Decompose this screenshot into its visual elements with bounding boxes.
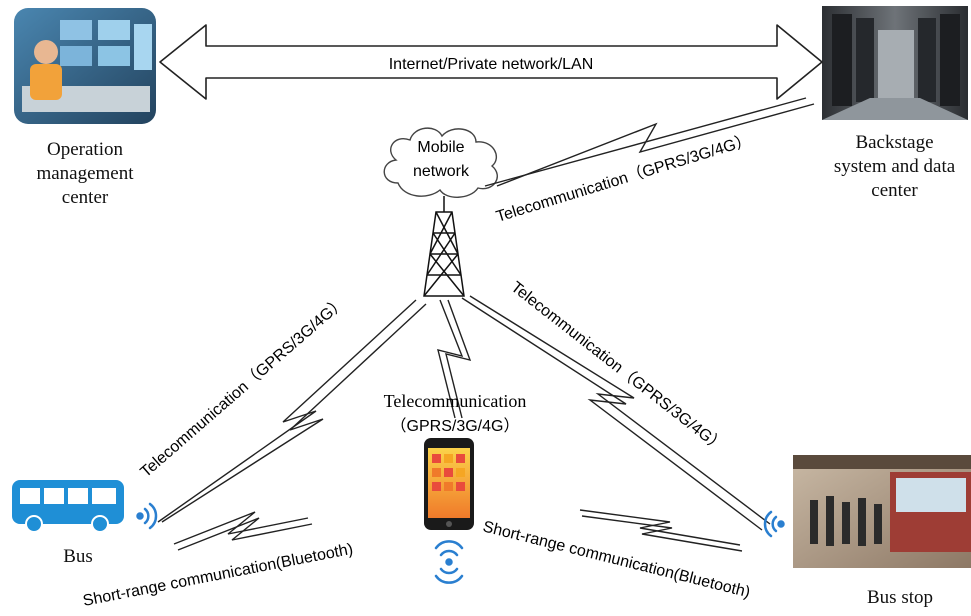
link-tower-backstage <box>484 97 815 187</box>
link-tower-backstage-label: Telecommunication（GPRS/3G/4G） <box>494 131 754 226</box>
phone-wifi-icon <box>434 540 464 584</box>
link-tower-bus <box>157 299 427 523</box>
operation-center-caption: Operation management center <box>14 138 156 210</box>
backstage-line3: center <box>871 180 918 201</box>
radio-tower <box>423 196 465 297</box>
smartphone-icon <box>424 438 474 530</box>
link-tower-phone <box>437 299 472 419</box>
bus-stop-label: Bus stop <box>867 587 933 608</box>
backbone-label: Internet/Private network/LAN <box>389 56 594 73</box>
operation-center-line2: management <box>36 163 134 184</box>
link-tower-busstop-label: Telecommunication（GPRS/3G/4G） <box>508 278 729 456</box>
backstage-caption: Backstage system and data center <box>818 131 971 203</box>
link-bus-phone-label: Short-range communication(Bluetooth) <box>82 541 355 610</box>
mobile-network-cloud <box>383 127 498 198</box>
backstage-line2: system and data <box>833 156 956 177</box>
busstop-wifi-icon <box>763 510 785 538</box>
bus-label: Bus <box>63 546 93 567</box>
cloud-label-line2: network <box>413 163 470 180</box>
bus-stop-image <box>793 455 971 568</box>
server-room-image <box>822 6 968 120</box>
operation-center-line3: center <box>61 187 109 208</box>
bus-wifi-icon <box>136 502 158 530</box>
link-phone-busstop <box>579 509 743 552</box>
operation-center-image <box>14 8 156 124</box>
operation-center-line1: Operation <box>47 139 123 160</box>
link-tower-busstop <box>461 295 771 531</box>
backstage-line1: Backstage <box>855 132 934 153</box>
backbone-arrow <box>159 24 823 100</box>
cloud-label-line1: Mobile <box>417 139 464 156</box>
link-tower-phone-label-line1: Telecommunication <box>384 391 527 411</box>
link-bus-phone <box>173 511 313 551</box>
link-phone-busstop-label: Short-range communication(Bluetooth) <box>481 518 752 601</box>
link-tower-phone-label-line2: （GPRS/3G/4G） <box>391 417 520 435</box>
link-tower-bus-label: Telecommunication（GPRS/3G/4G） <box>137 293 349 481</box>
bus-icon <box>12 480 124 533</box>
